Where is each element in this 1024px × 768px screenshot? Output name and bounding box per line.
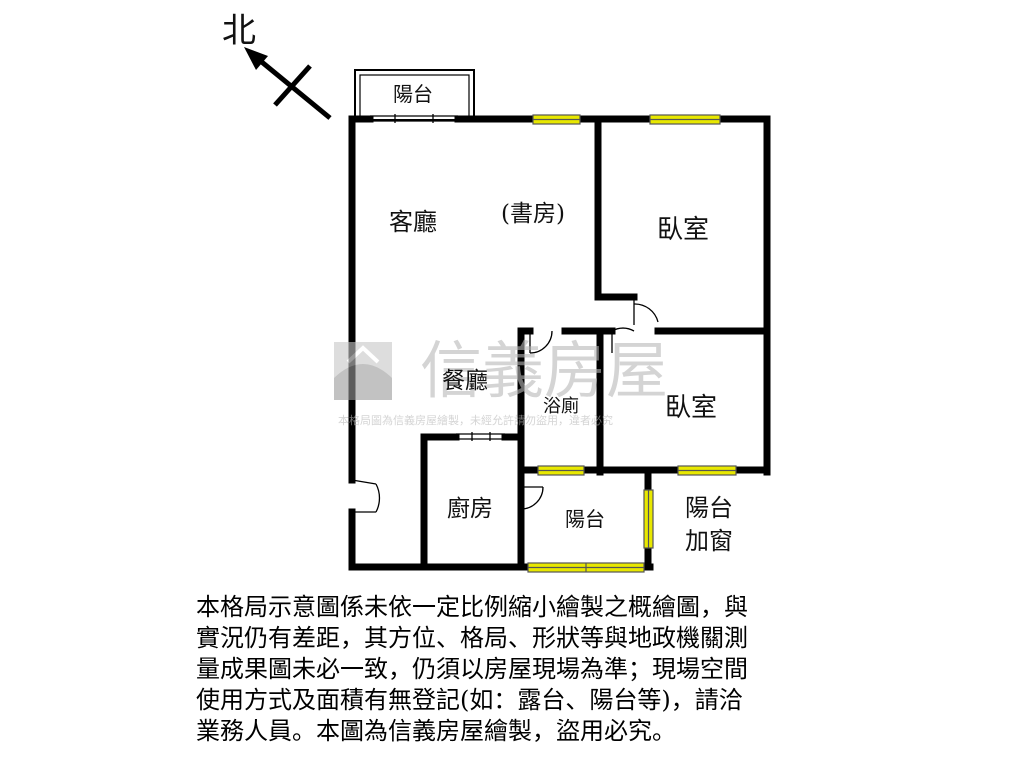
north-label: 北 (222, 11, 256, 51)
label-balcony-window-1: 陽台 (685, 494, 733, 522)
label-balcony-top: 陽台 (393, 82, 433, 106)
watermark-notice: 本格局圖為信義房屋繪製，未經允許請勿盜用，違者必究 (338, 413, 613, 427)
balcony-top (354, 69, 475, 121)
watermark: 信義房屋 本格局圖為信義房屋繪製，未經允許請勿盜用，違者必究 (334, 334, 668, 427)
room-labels: 陽台 客廳 (書房) 臥室 餐廳 浴廁 臥室 廚房 陽台 陽台 加窗 (389, 82, 733, 555)
window-balcony-east (643, 489, 654, 549)
disclaimer-line: 使用方式及面積有無登記(如：露台、陽台等)，請洽 (196, 686, 743, 714)
label-dining-room: 餐廳 (442, 368, 488, 394)
door-swings (351, 297, 659, 513)
label-bathroom: 浴廁 (543, 395, 579, 417)
door-entrance (351, 479, 381, 513)
window-balcony-bottom (527, 562, 645, 573)
door-balcony-bottom (520, 486, 544, 510)
compass: 北 (222, 11, 332, 120)
label-balcony-bottom: 陽台 (565, 507, 605, 531)
watermark-logo-icon (334, 342, 392, 400)
door-bedroom1 (633, 297, 659, 325)
floor-plan: 北 (222, 11, 771, 573)
disclaimer-line: 量成果圖未必一致，仍須以房屋現場為準；現場空間 (196, 655, 748, 683)
window-living-north (532, 114, 581, 125)
sliding-door-balcony (370, 114, 458, 123)
disclaimer-text: 本格局示意圖係未依一定比例縮小繪製之概繪圖，與 實況仍有差距，其方位、格局、形狀… (196, 592, 836, 747)
label-balcony-window-2: 加窗 (685, 527, 733, 555)
window-bathroom-south (537, 465, 585, 476)
window-bedroom1-north (649, 114, 721, 125)
north-arrow-head (244, 47, 268, 70)
watermark-brand: 信義房屋 (420, 334, 668, 407)
window-bedroom2-south (677, 465, 737, 476)
label-bedroom-2: 臥室 (665, 393, 717, 423)
disclaimer-line: 業務人員。本圖為信義房屋繪製，盜用必究。 (196, 717, 676, 745)
door-bathroom (529, 330, 553, 354)
compass-cross-line (273, 64, 312, 107)
label-study: (書房) (501, 201, 565, 227)
windows (527, 114, 737, 573)
door-bedroom2 (611, 327, 635, 353)
label-bedroom-1: 臥室 (657, 215, 709, 245)
label-kitchen: 廚房 (447, 496, 493, 522)
label-living-room: 客廳 (389, 208, 437, 236)
disclaimer-line: 實況仍有差距，其方位、格局、形狀等與地政機關測 (196, 624, 748, 652)
sliding-door-kitchen (456, 432, 505, 441)
disclaimer-line: 本格局示意圖係未依一定比例縮小繪製之概繪圖，與 (196, 593, 748, 621)
